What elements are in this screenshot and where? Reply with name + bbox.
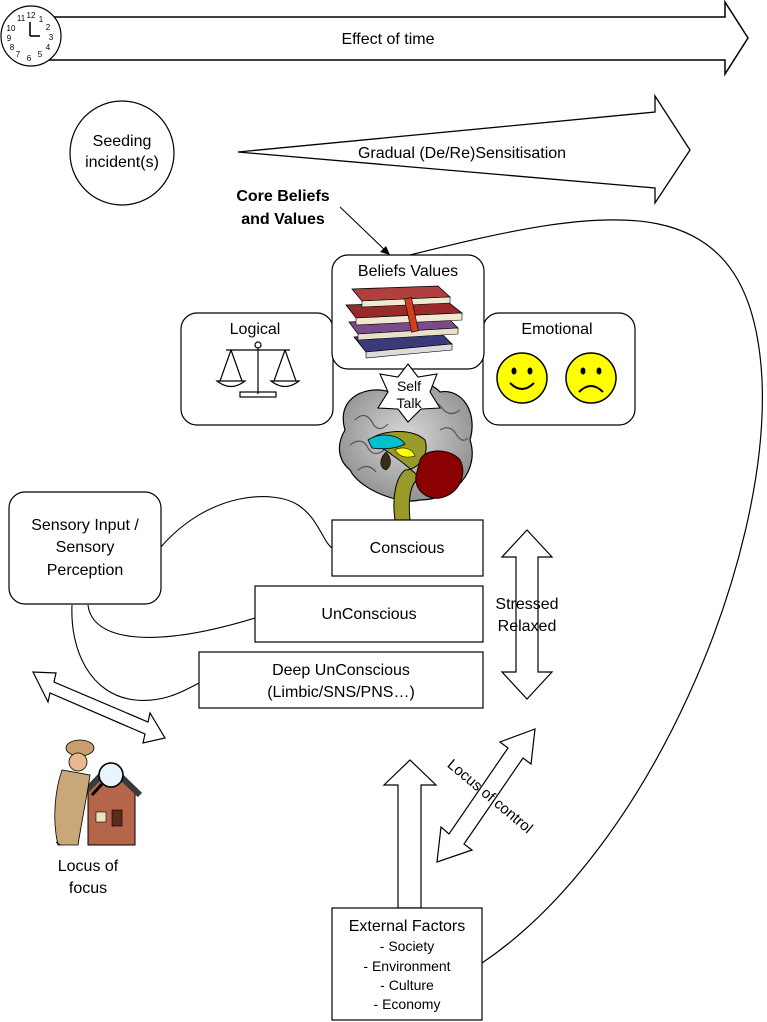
external-item: - Culture bbox=[380, 977, 434, 993]
clock-number: 1 bbox=[39, 15, 44, 24]
conscious-box: Conscious bbox=[331, 519, 484, 577]
sensory-input-box: Sensory Input / Sensory Perception bbox=[8, 491, 162, 605]
clock-number: 6 bbox=[27, 54, 32, 63]
clock-number: 11 bbox=[17, 14, 26, 23]
feedback-curve bbox=[409, 219, 763, 964]
stress-double-arrow: Stressed Relaxed bbox=[495, 529, 559, 700]
effect-of-time-label: Effect of time bbox=[341, 31, 434, 48]
external-item: - Environment bbox=[363, 958, 450, 974]
logical-title: Logical bbox=[230, 321, 281, 338]
seeding-incident-node: Seeding incident(s) bbox=[69, 100, 175, 206]
locus-of-focus-line1: Locus of bbox=[58, 858, 119, 875]
core-beliefs-line2: and Values bbox=[241, 211, 325, 228]
core-beliefs-callout: Core Beliefs and Values bbox=[236, 188, 390, 255]
scales-icon bbox=[215, 341, 301, 398]
locus-of-control-double-arrow: Locus of control bbox=[436, 728, 536, 863]
sensitisation-label: Gradual (De/Re)Sensitisation bbox=[358, 145, 566, 162]
locus-of-focus-double-arrow bbox=[32, 671, 166, 744]
deep-unconscious-box: Deep UnConscious (Limbic/SNS/PNS…) bbox=[198, 651, 484, 709]
core-beliefs-line1: Core Beliefs bbox=[236, 188, 329, 205]
external-item: - Economy bbox=[374, 996, 441, 1012]
emotional-box: Emotional bbox=[482, 312, 636, 426]
seeding-label-line1: Seeding bbox=[93, 133, 152, 150]
clock-number: 12 bbox=[27, 11, 36, 20]
beliefs-values-box: Beliefs Values bbox=[331, 254, 485, 370]
logical-box: Logical bbox=[180, 312, 334, 426]
relaxed-label: Relaxed bbox=[498, 618, 557, 635]
self-talk-line2: Talk bbox=[397, 395, 423, 411]
deep-unconscious-line1: Deep UnConscious bbox=[272, 662, 410, 679]
sensory-to-deep-curve bbox=[71, 604, 200, 701]
clock-number: 9 bbox=[7, 34, 12, 43]
locus-of-focus-line2: focus bbox=[69, 880, 107, 897]
seeding-label-line2: incident(s) bbox=[85, 154, 159, 171]
external-factors-up-arrow bbox=[382, 759, 438, 909]
self-talk-burst: Self Talk bbox=[377, 363, 441, 423]
detective-magnifier-icon bbox=[54, 739, 143, 846]
external-factors-box: External Factors - Society - Environment… bbox=[331, 907, 483, 1021]
clock-number: 10 bbox=[7, 24, 16, 33]
effect-of-time-arrow: Effect of time bbox=[29, 0, 749, 77]
unconscious-box: UnConscious bbox=[254, 585, 484, 643]
clock-number: 3 bbox=[49, 33, 54, 42]
smiley-face-icon bbox=[496, 352, 548, 404]
unconscious-label: UnConscious bbox=[321, 606, 416, 623]
external-title: External Factors bbox=[349, 918, 465, 935]
self-talk-line1: Self bbox=[397, 378, 421, 394]
conscious-label: Conscious bbox=[370, 540, 445, 557]
external-item: - Society bbox=[380, 938, 434, 954]
sensory-line3: Perception bbox=[47, 562, 124, 579]
deep-unconscious-line2: (Limbic/SNS/PNS…) bbox=[267, 684, 415, 701]
sensitisation-arrow: Gradual (De/Re)Sensitisation bbox=[237, 93, 691, 206]
clock-number: 5 bbox=[38, 50, 43, 59]
beliefs-title: Beliefs Values bbox=[358, 263, 458, 280]
sad-face-icon bbox=[565, 352, 617, 404]
books-icon bbox=[345, 285, 464, 359]
emotional-title: Emotional bbox=[521, 321, 592, 338]
sensory-to-conscious-curve bbox=[159, 496, 333, 549]
stressed-label: Stressed bbox=[495, 596, 558, 613]
clock-number: 7 bbox=[16, 50, 21, 59]
sensory-line2: Sensory bbox=[56, 539, 115, 556]
clock-number: 4 bbox=[46, 43, 51, 52]
sensory-to-unconscious-curve bbox=[87, 604, 256, 638]
clock-number: 8 bbox=[10, 43, 15, 52]
brain-icon bbox=[338, 381, 473, 521]
clock-number: 2 bbox=[46, 23, 51, 32]
sensory-line1: Sensory Input / bbox=[31, 517, 139, 534]
clock-icon: 12 1 2 3 4 5 6 7 8 9 10 11 bbox=[0, 5, 62, 67]
